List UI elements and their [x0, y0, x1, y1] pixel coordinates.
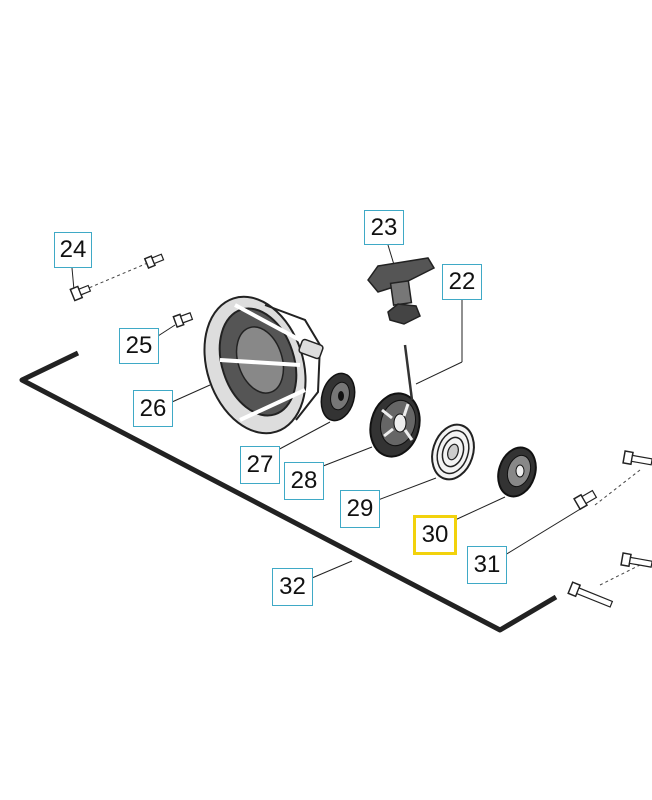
- callout-29[interactable]: 29: [340, 490, 380, 528]
- callout-32[interactable]: 32: [272, 568, 313, 606]
- part-29-recoil-spring: [431, 423, 475, 481]
- part-23-handle: [367, 257, 436, 325]
- part-27-ratchet: [320, 372, 356, 422]
- screw-axis-lines: [83, 261, 641, 586]
- part-32-cord: [19, 350, 558, 633]
- callout-23[interactable]: 23: [364, 210, 404, 245]
- callout-25[interactable]: 25: [119, 328, 159, 364]
- callout-30-highlighted[interactable]: 30: [413, 515, 457, 555]
- callout-27[interactable]: 27: [240, 446, 280, 484]
- callout-31[interactable]: 31: [467, 546, 507, 584]
- part-22-starter-cord: [403, 344, 414, 401]
- part-31-screw: [573, 489, 598, 511]
- callout-26[interactable]: 26: [133, 390, 173, 427]
- part-24-screws: [69, 253, 165, 302]
- part-28-pulley: [369, 392, 421, 458]
- callout-24[interactable]: 24: [54, 232, 92, 268]
- part-25-screw: [172, 312, 194, 329]
- mounting-bolts: [567, 450, 652, 608]
- part-26-starter-housing: [203, 295, 324, 435]
- leader-lines: [71, 244, 583, 579]
- part-30-spring-cover: [497, 446, 537, 498]
- callout-22[interactable]: 22: [442, 264, 482, 300]
- callout-28[interactable]: 28: [284, 462, 324, 500]
